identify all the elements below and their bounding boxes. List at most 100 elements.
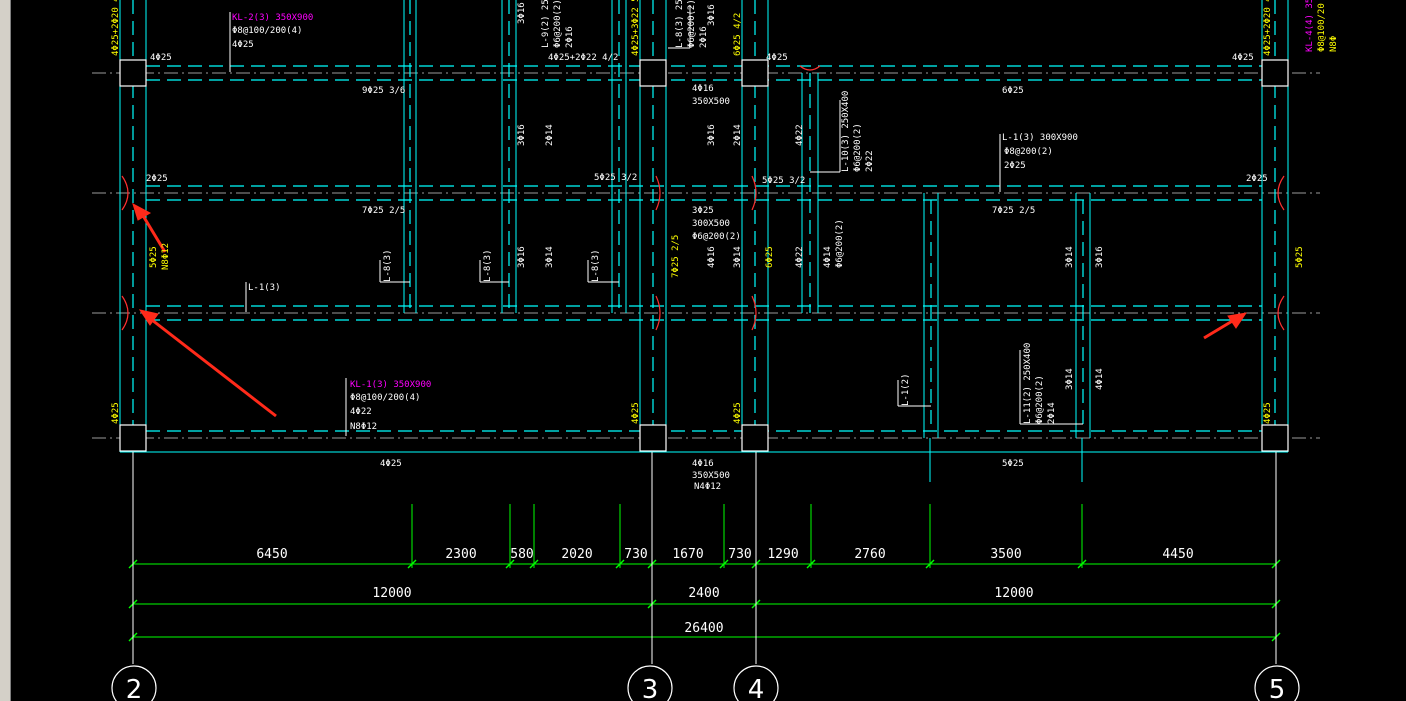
beam-rebar: 2Φ14 [545, 124, 555, 146]
beam-rebar: 3Φ14 [733, 246, 743, 268]
rebar-text: 5Φ25 [1002, 459, 1024, 469]
beam-rebar: 3Φ16 [707, 124, 717, 146]
axis-label-4: 4 [748, 675, 765, 701]
mid-rebar: 4Φ16 [692, 459, 714, 469]
dim-text: 730 [624, 547, 647, 562]
dim-text: 2760 [854, 547, 885, 562]
column-rebar: 4Φ25 [1263, 402, 1273, 424]
beam-stirrup: Φ6@200(2) [687, 0, 697, 48]
beam-label-l1-2: L-1(2) [901, 373, 911, 406]
rebar-text: 4Φ25 [766, 53, 788, 63]
column-rebar: 4Φ25 [631, 402, 641, 424]
column-rebar: 4Φ25+3Φ22 5 [631, 0, 641, 56]
break-marks [121, 65, 1285, 331]
beam-rebar: 4Φ16 [707, 246, 717, 268]
column-rebar: 4Φ25+2Φ20 4 [1263, 0, 1273, 56]
beam-top-rebar: 2Φ25 [1004, 161, 1026, 171]
dim-text: 26400 [684, 621, 723, 636]
beam-stirrup: Φ8@100/20 [1317, 3, 1327, 52]
beam-label-l9: L-9(2) 250X400 [541, 0, 551, 48]
beam-label-l8-250: L-8(3) 250X400 [675, 0, 685, 48]
dim-text: 4450 [1162, 547, 1193, 562]
beam-rebar: 2Φ16 [699, 26, 709, 48]
beam-side-rebar: N8Φ [1329, 36, 1339, 52]
beam-label-l11: L-11(2) 250X400 [1023, 343, 1033, 424]
beam-rebar: 4Φ22 [795, 246, 805, 268]
beam-label-l8: L-8(3) [483, 249, 493, 282]
beam-rebar: 3Φ16 [517, 124, 527, 146]
beam-dashed-lines [132, 0, 1276, 438]
beam-top-rebar: 4Φ25 [232, 40, 254, 50]
rebar-text: 9Φ25 3/6 [362, 86, 405, 96]
red-arrow-annotations [132, 202, 1248, 418]
beam-stirrup: Φ6@200(2) [853, 123, 863, 172]
rebar-text: 5Φ25 3/2 [762, 176, 805, 186]
beam-rebar: 3Φ14 [1065, 246, 1075, 268]
axis-bubbles [111, 665, 1300, 701]
dim-text: 730 [728, 547, 751, 562]
column-rebar: 4Φ25+2Φ20 4 [111, 0, 121, 56]
beam-label-l1: L-1(3) [248, 283, 281, 293]
dim-text: 3500 [990, 547, 1021, 562]
dim-text: 12000 [994, 586, 1033, 601]
beam-rebar: 4Φ22 [795, 124, 805, 146]
rebar-text: 7Φ25 2/5 [362, 206, 405, 216]
rebar-text: 2Φ25 [1246, 174, 1268, 184]
column-rebar: 5Φ25 [149, 246, 159, 268]
beam-label-kl1: KL-1(3) 350X900 [350, 380, 431, 390]
rebar-text: 4Φ25 [150, 53, 172, 63]
mid-rebar: 4Φ16 [692, 84, 714, 94]
beam-bottom-rebar: 2Φ14 [1047, 402, 1057, 424]
beam-rebar: 4Φ14 [1095, 368, 1105, 390]
axis-label-3: 3 [642, 675, 659, 701]
beam-label-l1-300: L-1(3) 300X900 [1002, 133, 1078, 143]
beam-rebar: 2Φ22 [865, 150, 875, 172]
mid-side-rebar: N4Φ12 [694, 482, 721, 492]
beam-rebar: 3Φ16 [707, 4, 717, 26]
mid-rebar: 3Φ25 [692, 206, 714, 216]
beam-stirrup: Φ8@100/200(4) [350, 393, 420, 403]
axis-lines [132, 452, 1277, 664]
columns [119, 59, 1289, 452]
dim-text: 1290 [767, 547, 798, 562]
beam-label-l10: L-10(3) 250X400 [841, 91, 851, 172]
beam-stirrup: Φ6@200(2) [835, 219, 845, 268]
beam-label-l8: L-8(3) [383, 249, 393, 282]
beam-rebar: 3Φ16 [517, 2, 527, 24]
dimension-lines [132, 490, 1277, 640]
dim-text: 2400 [688, 586, 719, 601]
column-rebar: 4Φ25 [733, 402, 743, 424]
beam-rebar: 3Φ14 [545, 246, 555, 268]
beam-stirrup: Φ6@200(2) [553, 0, 563, 48]
beam-rebar: 3Φ16 [517, 246, 527, 268]
dim-text: 580 [510, 547, 533, 562]
rebar-text: 4Φ25+2Φ22 4/2 [548, 53, 618, 63]
window-left-edge [0, 0, 11, 701]
beam-rebar: 2Φ14 [733, 124, 743, 146]
dim-text: 2300 [445, 547, 476, 562]
column-rebar: 4Φ25 [111, 402, 121, 424]
rebar-text: 7Φ25 2/5 [992, 206, 1035, 216]
column-rebar: N8Φ12 [161, 243, 171, 270]
mid-section: 300X500 [692, 219, 730, 229]
column-rebar: 7Φ25 2/5 [671, 235, 681, 278]
beam-stirrup: Φ8@100/200(4) [232, 26, 302, 36]
mid-stirrup: Φ6@200(2) [692, 232, 741, 242]
dim-text: 6450 [256, 547, 287, 562]
dim-text: 2020 [561, 547, 592, 562]
leader-lines [229, 5, 1083, 436]
dim-text: 12000 [372, 586, 411, 601]
rebar-text: 4Φ25 [1232, 53, 1254, 63]
rebar-text: 4Φ25 [380, 459, 402, 469]
rebar-text: 2Φ25 [146, 174, 168, 184]
rebar-text: 6Φ25 [1002, 86, 1024, 96]
beam-stirrup: Φ8@200(2) [1004, 147, 1053, 157]
beam-top-rebar: 4Φ22 [350, 407, 372, 417]
beam-rebar: 4Φ14 [823, 246, 833, 268]
beam-label-kl4: KL-4(4) 350 [1305, 0, 1315, 52]
mid-section: 350X500 [692, 97, 730, 107]
beam-rebar: 3Φ14 [1065, 368, 1075, 390]
beam-label-l8: L-8(3) [591, 249, 601, 282]
